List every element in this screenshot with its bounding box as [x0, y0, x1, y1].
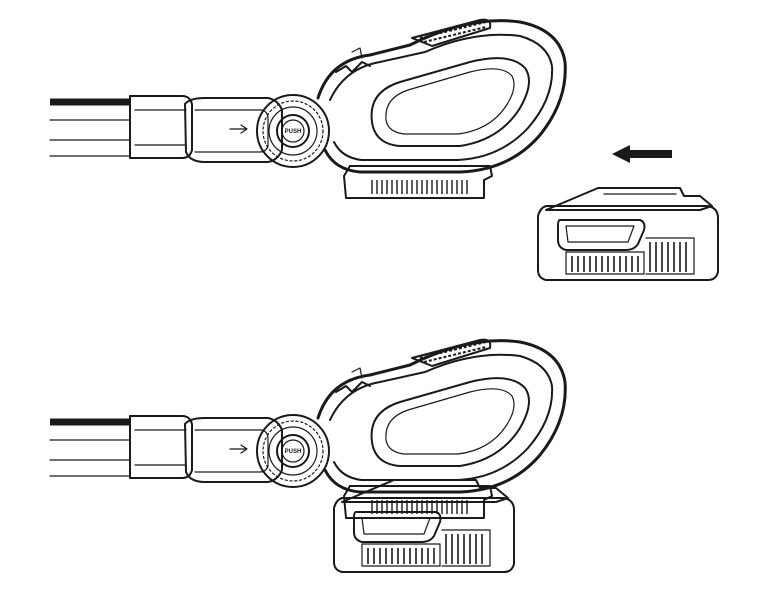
battery-pack-separate — [537, 187, 719, 281]
insert-arrow — [612, 145, 672, 163]
step-insert: PUSH — [50, 20, 719, 281]
battery-pack-attached — [333, 479, 515, 573]
tool-head-top — [50, 20, 565, 198]
knob-label-top: PUSH — [285, 129, 302, 135]
step-attached: PUSH — [50, 340, 565, 573]
knob-label-bottom: PUSH — [285, 449, 302, 455]
tool-head-bottom — [50, 340, 565, 518]
